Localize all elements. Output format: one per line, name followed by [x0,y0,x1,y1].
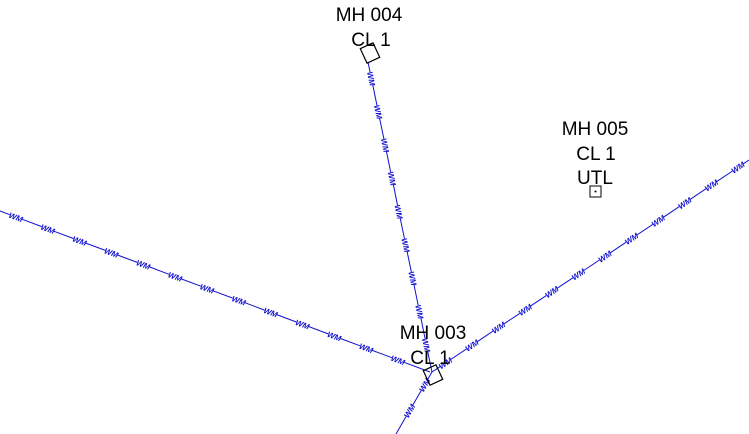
water-main-layer [0,61,749,434]
water-main-label: WM [517,302,534,318]
water-main-south-segment[interactable] [427,371,433,380]
water-main-label: WM [677,196,694,212]
water-main-label: WM [71,235,88,249]
manhole-class-label: CL 1 [410,348,449,369]
water-main-north-segment[interactable] [367,61,371,73]
water-main-label: WM [623,231,640,247]
water-main-label: WM [597,249,614,265]
water-main-label: WM [730,160,747,176]
water-main-east-segment[interactable] [663,206,680,218]
water-main-south-segment[interactable] [412,390,422,406]
water-main-label: WM [326,330,343,344]
water-main-east-segment[interactable] [610,241,627,254]
water-main-label: WM [379,137,391,153]
water-main-east-segment[interactable] [556,277,574,289]
manhole-symbol[interactable] [589,185,602,198]
manhole-type-label: UTL [577,168,613,189]
water-main-north-segment[interactable] [413,284,419,306]
water-main-west-segment[interactable] [340,338,361,347]
water-main-label: WM [650,213,667,229]
water-main-label: WM [464,338,481,354]
water-main-label: WM [262,306,279,320]
manhole-symbol[interactable] [422,363,444,387]
water-main-label: WM [358,342,375,356]
water-main-label: WM [199,282,216,296]
water-main-label: WM [372,104,384,120]
water-main-west-segment[interactable] [372,349,393,359]
water-main-east-segment[interactable] [583,259,600,271]
water-main-label: WM [230,294,247,308]
water-main-label: WM [490,320,507,336]
water-main-label: WM [406,271,418,287]
water-main-label: WM [393,204,405,220]
water-main-west-segment[interactable] [403,361,431,373]
water-main-west-segment[interactable] [53,230,74,239]
water-main-north-segment[interactable] [427,351,433,373]
water-main-west-segment[interactable] [212,290,233,299]
water-main-label: WM [39,223,56,237]
manhole-class-label: CL 1 [351,30,390,51]
water-main-west-segment[interactable] [308,326,329,335]
water-main-north-segment[interactable] [386,151,392,173]
water-main-label: WM [570,267,587,283]
water-main-west-segment[interactable] [0,210,10,216]
manhole-center-dot [594,190,597,193]
manhole-class-label: CL 1 [576,144,615,165]
water-main-east-segment[interactable] [477,330,494,343]
water-main-east-segment[interactable] [503,312,520,325]
manhole-id-label: MH 005 [562,119,629,140]
water-main-west-segment[interactable] [85,242,106,251]
manhole-mh004[interactable]: MH 004 CL 1 [336,5,403,65]
water-main-east-segment[interactable] [743,159,749,165]
water-main-label: WM [365,71,377,87]
water-main-label: WM [386,171,398,187]
water-main-north-segment[interactable] [379,118,385,140]
water-main-label: WM [544,284,561,300]
water-main-east-segment[interactable] [431,366,441,373]
manhole-mh003[interactable]: MH 003 CL 1 [400,323,467,387]
water-main-north-segment[interactable] [372,84,378,106]
water-main-north-segment[interactable] [420,318,426,339]
water-main-south-segment[interactable] [395,416,407,434]
water-main-label: WM [413,304,425,320]
water-main-west-segment[interactable] [117,254,138,263]
water-main-east-segment[interactable] [716,170,733,183]
water-main-label: WM [390,354,407,368]
water-main-east-segment[interactable] [689,188,707,200]
water-main-label: WM [399,237,411,253]
water-main-west-segment[interactable] [149,266,170,275]
water-main-west-segment[interactable] [244,302,265,311]
water-main-label: WM [135,258,152,272]
water-main-north-segment[interactable] [399,218,405,239]
water-main-label: WM [167,270,184,284]
water-main-label: WM [703,178,720,194]
water-main-label: WM [402,402,417,419]
water-main-label: WM [103,246,120,260]
manhole-mh005[interactable]: MH 005 CL 1 UTL [562,119,629,198]
water-main-north-segment[interactable] [406,251,412,273]
water-main-label: WM [7,211,24,225]
water-main-east-segment[interactable] [530,295,547,307]
water-main-west-segment[interactable] [21,218,42,228]
water-main-east-segment[interactable] [636,223,653,236]
manhole-id-label: MH 003 [400,323,467,344]
water-main-west-segment[interactable] [181,278,202,287]
water-main-label-layer: WM WM WM WM WM WM WM WM WM WM WM WM WM WM WM WM WM WM WM WM… [7,71,746,420]
water-main-north-segment[interactable] [392,184,399,206]
manhole-symbol[interactable] [359,41,381,65]
manhole-id-label: MH 004 [336,5,403,26]
water-main-label: WM [294,318,311,332]
water-main-east-segment[interactable] [450,348,467,360]
water-main-label: WM [420,337,432,353]
water-main-west-segment[interactable] [276,314,297,323]
